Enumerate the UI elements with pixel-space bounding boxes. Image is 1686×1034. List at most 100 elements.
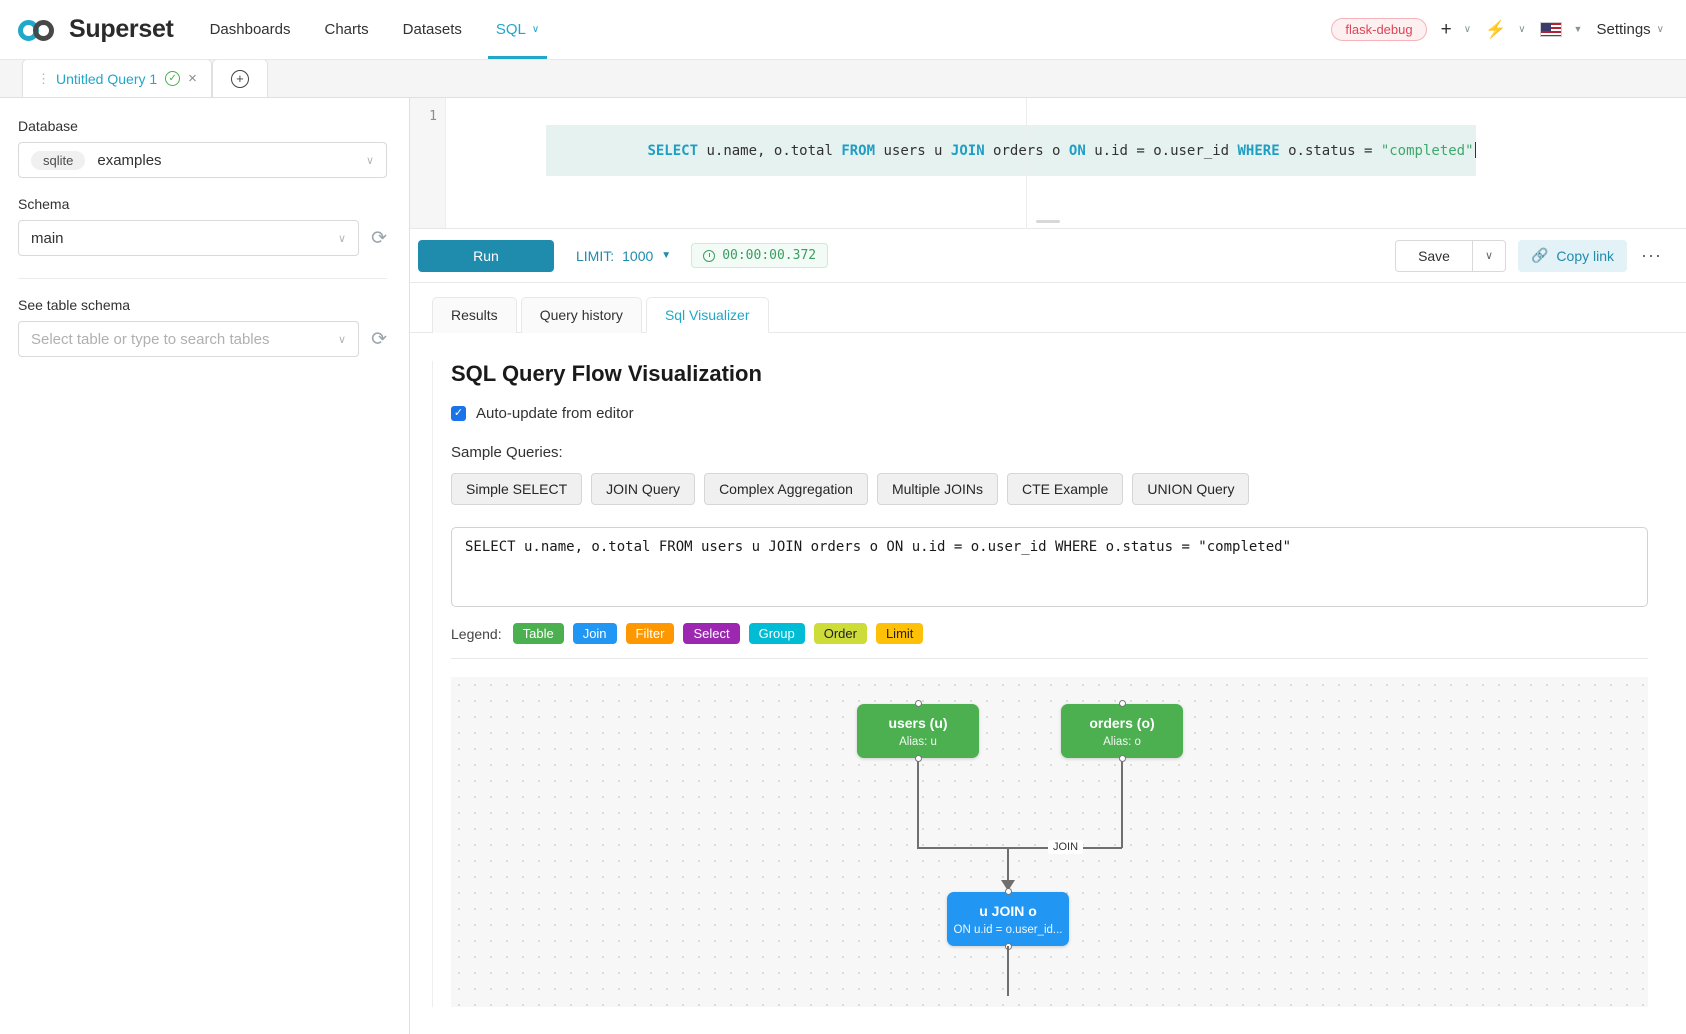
refresh-schema-icon[interactable]: ⟳ (371, 227, 387, 249)
sample-join-query[interactable]: JOIN Query (591, 473, 696, 505)
tab-query-history[interactable]: Query history (520, 297, 642, 333)
run-button[interactable]: Run (418, 239, 554, 272)
edge-arrowhead (1001, 880, 1015, 891)
node-users[interactable]: users (u) Alias: u (857, 700, 979, 762)
sql-editor[interactable]: 1 SELECT u.name, o.total FROM users u JO… (410, 98, 1686, 242)
sample-cte-example[interactable]: CTE Example (1006, 473, 1124, 505)
edge-users-horizontal (917, 847, 1009, 849)
tab-sql-visualizer[interactable]: Sql Visualizer (645, 297, 769, 333)
settings-menu-button[interactable]: Settings ∨ (1596, 21, 1664, 38)
node-orders-subtitle: Alias: o (1103, 735, 1141, 748)
nav-dashboards[interactable]: Dashboards (210, 0, 291, 59)
auto-update-checkbox[interactable]: ✓ (451, 406, 466, 421)
editor-code[interactable]: SELECT u.name, o.total FROM users u JOIN… (446, 98, 1686, 242)
legend-badge-table: Table (512, 623, 564, 644)
node-handle-top[interactable] (914, 700, 922, 707)
legend-label: Legend: (451, 625, 502, 642)
query-tab-untitled-query-1[interactable]: ⋮ Untitled Query 1 ✓ × (22, 59, 212, 97)
bolt-menu-button[interactable]: ⚡ ∨ (1485, 21, 1526, 38)
schema-row: main ∨ ⟳ (18, 220, 387, 256)
auto-update-label: Auto-update from editor (476, 405, 634, 422)
language-menu-button[interactable]: ▼ (1539, 22, 1582, 37)
limit-dropdown[interactable]: LIMIT: 1000 ▼ (576, 248, 671, 264)
new-menu-button[interactable]: + ∨ (1441, 20, 1471, 39)
brand-text: Superset (69, 15, 174, 43)
node-join[interactable]: u JOIN o ON u.id = o.user_id... (947, 888, 1069, 950)
sample-query-buttons: Simple SELECT JOIN Query Complex Aggrega… (451, 473, 1648, 505)
copy-link-label: Copy link (1556, 247, 1615, 264)
toolbar-right: Save ∨ 🔗 Copy link ··· (1395, 239, 1664, 272)
sql-string-literal: "completed" (1380, 143, 1474, 159)
sql-keyword: JOIN (950, 143, 985, 159)
legend-badge-select: Select (683, 623, 740, 644)
edge-users-vertical (917, 758, 919, 848)
chevron-down-icon: ∨ (1484, 250, 1494, 262)
node-orders-title: orders (o) (1089, 714, 1155, 731)
sql-keyword: SELECT (647, 143, 699, 159)
us-flag-icon (1539, 22, 1562, 37)
nav-charts[interactable]: Charts (324, 0, 368, 59)
node-handle-bottom[interactable] (914, 755, 922, 762)
node-handle-top[interactable] (1004, 888, 1012, 895)
edge-join-down (1007, 847, 1009, 885)
add-query-tab-button[interactable]: + (211, 59, 268, 97)
refresh-tables-icon[interactable]: ⟳ (371, 328, 387, 350)
sample-complex-aggregation[interactable]: Complex Aggregation (704, 473, 868, 505)
nav-sql[interactable]: SQL ∨ (487, 0, 548, 59)
sample-multiple-joins[interactable]: Multiple JOINs (876, 473, 998, 505)
nav-sql-label: SQL (495, 21, 526, 38)
save-dropdown-button[interactable]: ∨ (1472, 239, 1506, 272)
main-split: Database sqlite examples ∨ Schema main ∨… (0, 98, 1686, 1034)
bolt-icon: ⚡ (1485, 20, 1507, 39)
editor-resize-handle[interactable] (1036, 220, 1060, 223)
legend-badge-limit: Limit (875, 623, 924, 644)
editor-toolbar: Run LIMIT: 1000 ▼ 00:00:00.372 Save ∨ 🔗 (410, 220, 1686, 283)
right-panel: 1 SELECT u.name, o.total FROM users u JO… (410, 98, 1686, 1034)
chevron-down-icon: ∨ (1656, 24, 1664, 35)
table-select-row: Select table or type to search tables ∨ … (18, 321, 387, 357)
edge-orders-vertical (1121, 758, 1123, 848)
superset-logo[interactable]: Superset (18, 15, 174, 44)
legend-badge-group: Group (748, 623, 805, 644)
left-panel: Database sqlite examples ∨ Schema main ∨… (0, 98, 410, 1034)
node-handle-bottom[interactable] (1118, 755, 1126, 762)
superset-logo-icon (18, 17, 60, 43)
table-select[interactable]: Select table or type to search tables ∨ (18, 321, 360, 357)
drag-handle-icon[interactable]: ⋮ (37, 70, 50, 86)
save-button-group: Save ∨ (1395, 239, 1506, 272)
save-button[interactable]: Save (1395, 239, 1473, 272)
chevron-down-icon: ∨ (365, 154, 374, 167)
chevron-down-icon: ∨ (338, 333, 347, 346)
legend-badge-join: Join (572, 623, 617, 644)
text-cursor (1474, 142, 1476, 158)
sql-input-textarea[interactable] (451, 527, 1648, 607)
sql-keyword: ON (1068, 143, 1086, 159)
link-icon: 🔗 (1530, 247, 1549, 263)
nav-datasets[interactable]: Datasets (403, 0, 462, 59)
navbar-right: flask-debug + ∨ ⚡ ∨ ▼ Settings ∨ (1331, 18, 1664, 41)
flow-canvas[interactable]: JOIN users (u) Alias: u orders (o) Alias… (451, 677, 1648, 1007)
chevron-down-icon: ∨ (1463, 23, 1472, 35)
tab-results[interactable]: Results (432, 297, 517, 333)
caret-down-icon: ▼ (661, 250, 672, 261)
sample-union-query[interactable]: UNION Query (1132, 473, 1250, 505)
database-label: Database (18, 118, 78, 134)
edge-join-output (1007, 946, 1009, 996)
node-orders[interactable]: orders (o) Alias: o (1061, 700, 1183, 762)
sql-keyword: WHERE (1237, 143, 1280, 159)
nav-datasets-label: Datasets (402, 21, 462, 38)
sql-text: o.status = (1279, 143, 1381, 159)
flask-debug-badge: flask-debug (1331, 18, 1427, 41)
auto-update-row: ✓ Auto-update from editor (451, 405, 1648, 422)
schema-select[interactable]: main ∨ (18, 220, 360, 256)
more-options-icon[interactable]: ··· (1641, 245, 1662, 265)
sample-simple-select[interactable]: Simple SELECT (451, 473, 583, 505)
editor-gutter: 1 (410, 98, 446, 228)
database-select[interactable]: sqlite examples ∨ (18, 142, 387, 178)
limit-label: LIMIT: (576, 247, 615, 264)
line-number: 1 (429, 109, 437, 124)
node-handle-top[interactable] (1118, 700, 1126, 707)
copy-link-button[interactable]: 🔗 Copy link (1517, 239, 1628, 272)
close-icon[interactable]: × (188, 70, 197, 87)
database-engine-chip: sqlite (31, 150, 86, 170)
